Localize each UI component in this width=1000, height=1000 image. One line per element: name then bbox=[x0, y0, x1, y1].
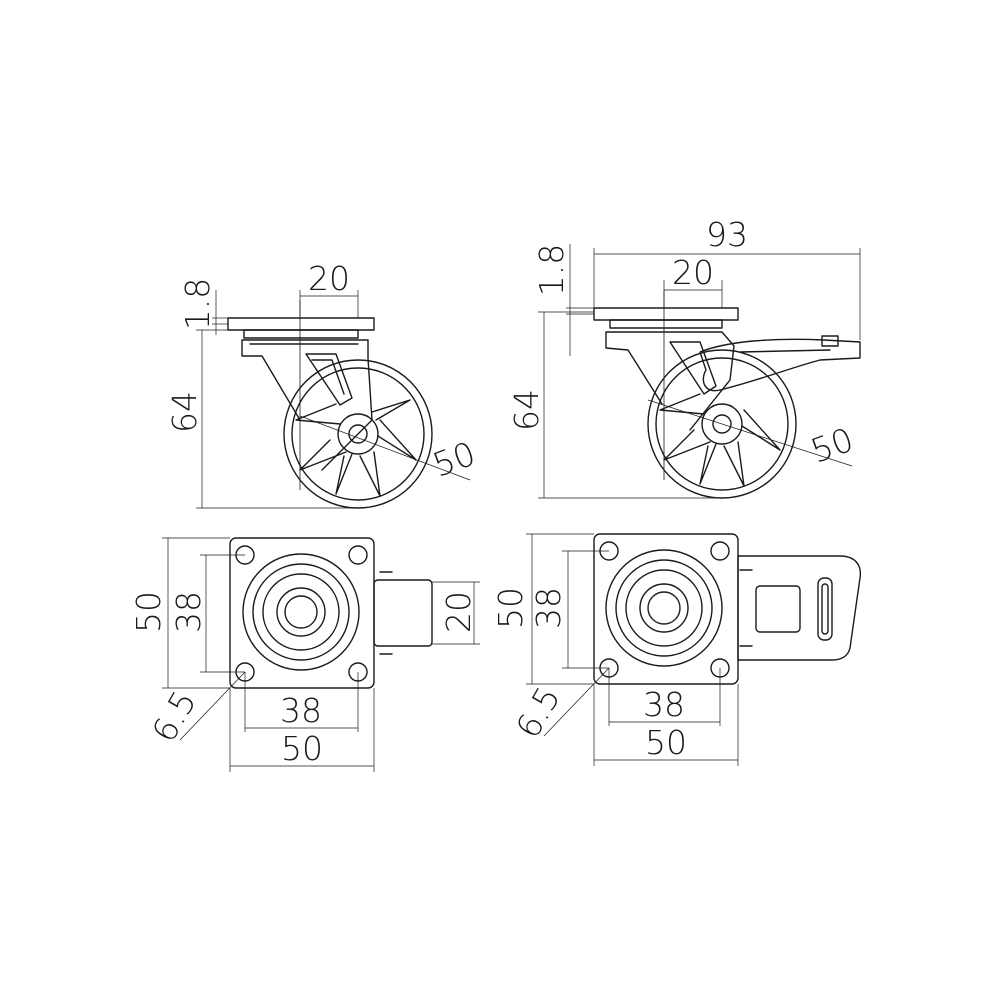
bearing-ring bbox=[615, 559, 713, 657]
brake-pedal-tab bbox=[821, 335, 839, 347]
swivel-side-view: 1.8 20 64 50 bbox=[165, 259, 481, 509]
bearing-ring-outer bbox=[605, 549, 723, 667]
fork-slot bbox=[669, 341, 717, 395]
dim-hole-spacing-horizontal: 38 bbox=[643, 685, 685, 724]
pedal-grip bbox=[817, 577, 833, 641]
hole-leader bbox=[543, 667, 610, 737]
wheel-hub bbox=[337, 413, 379, 455]
dim-hole-spacing-vertical: 38 bbox=[529, 587, 568, 629]
dim-plate-width: 50 bbox=[281, 729, 323, 768]
fork-slot-inner bbox=[311, 359, 345, 395]
dim-hole-diameter: 6.5 bbox=[144, 684, 204, 749]
axle bbox=[348, 424, 368, 444]
swivel-bearing bbox=[609, 319, 723, 329]
wheel-leader bbox=[299, 415, 471, 481]
wheel-spokes bbox=[659, 393, 781, 487]
dim-plate-height: 50 bbox=[491, 587, 530, 629]
dim-plate-thickness: 1.8 bbox=[178, 278, 217, 330]
mounting-plate bbox=[593, 307, 739, 321]
hole-leader bbox=[179, 671, 246, 741]
wheel-leader bbox=[647, 399, 853, 467]
bearing-ring-inner bbox=[625, 569, 703, 647]
dim-overall-length: 93 bbox=[706, 215, 748, 254]
swivel-bearing bbox=[243, 329, 359, 339]
wheel-rim bbox=[655, 357, 789, 491]
brake-lever-edge bbox=[739, 349, 831, 353]
brake-pedal bbox=[737, 555, 862, 661]
dim-height: 64 bbox=[165, 391, 204, 433]
axle bbox=[712, 414, 732, 434]
mounting-hole bbox=[348, 545, 368, 565]
fork-body bbox=[241, 339, 373, 471]
wheel-rim bbox=[291, 367, 425, 501]
dim-height: 64 bbox=[507, 389, 546, 431]
brake-top-view: 50 38 6.5 38 50 bbox=[491, 533, 862, 766]
fork-body bbox=[605, 331, 735, 431]
wheel-hub bbox=[701, 403, 743, 445]
mounting-hole bbox=[710, 541, 730, 561]
kingpin-ring bbox=[639, 583, 689, 633]
dim-hole-spacing-horizontal: 38 bbox=[280, 691, 322, 730]
dim-hole-spacing-vertical: 38 bbox=[169, 591, 208, 633]
kingpin-ring bbox=[276, 587, 326, 637]
dim-wheel-diameter: 50 bbox=[806, 420, 859, 471]
dim-wheel-width: 20 bbox=[439, 591, 478, 633]
dim-plate-height: 50 bbox=[129, 591, 168, 633]
dim-plate-top-width: 20 bbox=[308, 259, 350, 298]
dim-plate-top-width: 20 bbox=[672, 253, 714, 292]
swivel-top-view: 50 38 20 6.5 38 50 bbox=[129, 537, 480, 772]
dim-wheel-diameter: 50 bbox=[428, 434, 481, 485]
bearing-ring bbox=[252, 563, 350, 661]
brake-lever bbox=[699, 338, 861, 392]
kingpin bbox=[284, 595, 318, 629]
wheel-top bbox=[755, 585, 801, 633]
dim-plate-width: 50 bbox=[645, 723, 687, 762]
mounting-plate bbox=[227, 317, 375, 331]
wheel-top bbox=[373, 579, 433, 647]
fork-slot bbox=[305, 353, 353, 406]
wheel-spokes bbox=[295, 399, 417, 497]
bearing-ring-inner bbox=[262, 573, 340, 651]
dim-hole-diameter: 6.5 bbox=[508, 680, 568, 745]
brake-side-view: 93 1.8 20 64 50 bbox=[507, 215, 861, 499]
dim-plate-thickness: 1.8 bbox=[532, 244, 571, 296]
bearing-ring-outer bbox=[242, 553, 360, 671]
pedal-grip-inner bbox=[821, 583, 829, 635]
kingpin bbox=[647, 591, 681, 625]
